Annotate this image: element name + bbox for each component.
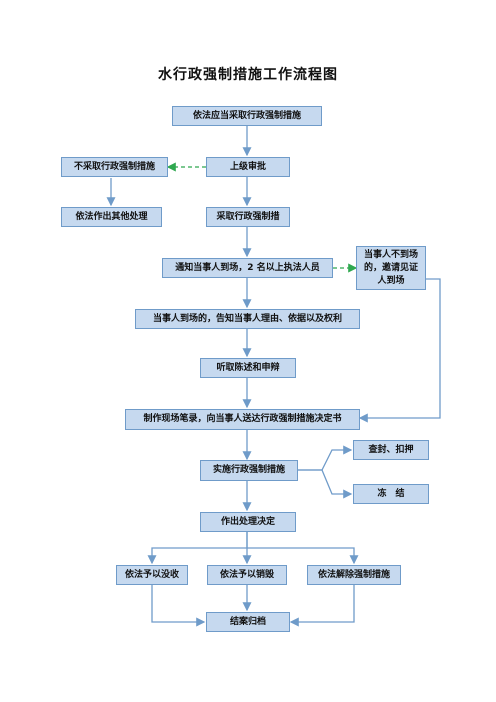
- node-n10: 制作现场笔录，向当事人送达行政强制措施决定书: [125, 409, 360, 430]
- node-n2: 上级审批: [206, 157, 290, 177]
- node-n13: 冻 结: [353, 484, 429, 504]
- node-n16: 依法予以销毁: [207, 565, 287, 585]
- node-n17: 依法解除强制措施: [307, 565, 401, 585]
- node-n12: 查封、扣押: [353, 440, 429, 460]
- arrow-n17-n18: [289, 585, 355, 627]
- node-n3: 不采取行政强制措施: [61, 157, 168, 177]
- arrow-n11-n12: [298, 445, 353, 471]
- page-title: 水行政强制措施工作流程图: [158, 67, 338, 83]
- node-n14: 作出处理决定: [200, 512, 296, 532]
- node-n11: 实施行政强制措施: [200, 460, 298, 481]
- arrow-n14-n15: [147, 532, 248, 565]
- arrow-n14-n17: [247, 547, 359, 565]
- node-n4: 依法作出其他处理: [61, 207, 162, 227]
- node-n1: 依法应当采取行政强制措施: [172, 106, 322, 126]
- node-n8: 当事人到场的，告知当事人理由、依据以及权利: [135, 309, 360, 329]
- node-n7: 当事人不到场的，邀请见证人到场: [356, 246, 426, 290]
- arrow-n11-n13: [298, 469, 353, 499]
- arrow-n7-n10: [358, 278, 441, 423]
- node-n9: 听取陈述和申辩: [200, 358, 296, 378]
- node-n15: 依法予以没收: [116, 565, 188, 585]
- arrow-n15-n18: [151, 585, 206, 627]
- node-n5: 采取行政强制措: [206, 207, 290, 227]
- node-n18: 结案归档: [206, 612, 290, 632]
- node-n6: 通知当事人到场，2 名以上执法人员: [162, 258, 333, 278]
